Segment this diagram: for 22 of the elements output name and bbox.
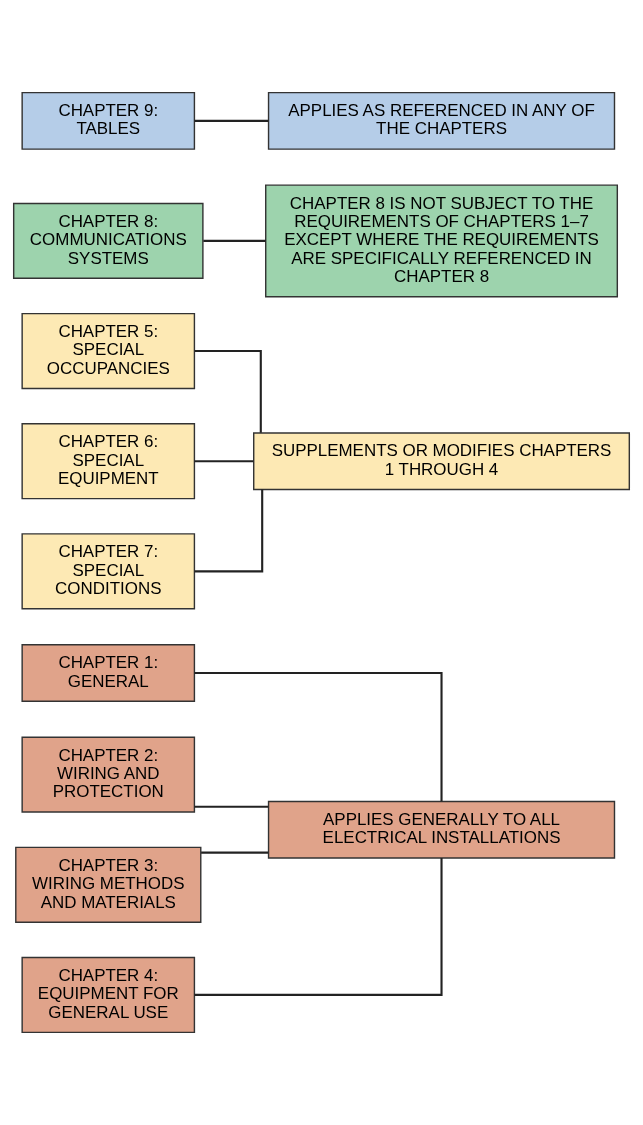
node-box: CHAPTER 2: WIRING AND PROTECTION [21,736,196,813]
node-box: APPLIES GENERALLY TO ALL ELECTRICAL INSTALLATIONS [267,800,616,859]
node-box: CHAPTER 8: COMMUNICATIONS SYSTEMS [12,202,204,280]
node-box: CHAPTER 4: EQUIPMENT FOR GENERAL USE [21,956,196,1034]
connector [194,119,269,122]
connector [194,858,443,996]
node-box: CHAPTER 1: GENERAL [21,644,196,702]
node-box: CHAPTER 5: SPECIAL OCCUPANCIES [21,312,196,390]
node-box: CHAPTER 7: SPECIAL CONDITIONS [21,533,196,610]
connector [194,460,254,463]
node-box: SUPPLEMENTS OR MODIFIES CHAPTERS 1 THROUGH 4 [253,432,631,491]
connector [194,805,269,808]
connector [194,350,262,433]
node-box: APPLIES AS REFERENCED IN ANY OF THE CHAPTERS [267,91,616,150]
node-box: CHAPTER 8 IS NOT SUBJECT TO THE REQUIREMENTS OF CHAPTERS 1–7 EXCEPT WHERE THE REQUIREMENTS ARE SPECIFICALLY REFERENCED IN CHAPTER 8 [265,184,619,298]
node-box: CHAPTER 3: WIRING METHODS AND MATERIALS [15,846,202,923]
connector [203,239,266,242]
connector [201,851,269,854]
node-box: CHAPTER 6: SPECIAL EQUIPMENT [21,423,196,500]
node-box: CHAPTER 9: TABLES [21,91,196,150]
connector [194,489,264,573]
connector [194,671,443,802]
